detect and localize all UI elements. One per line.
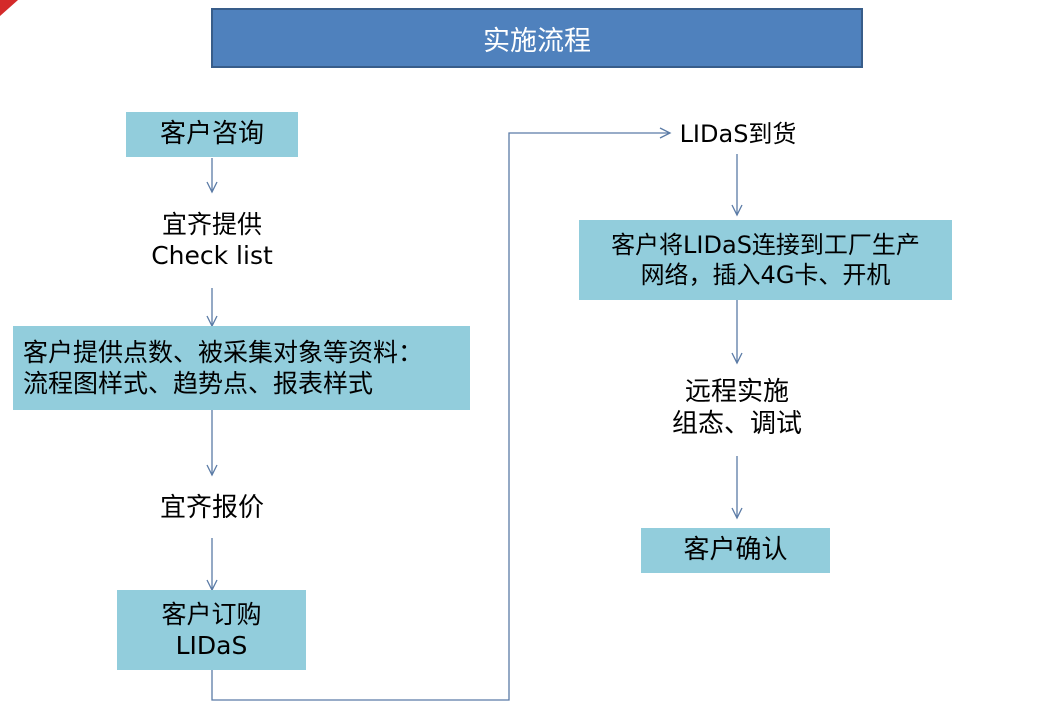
step-customer-provides-data: 客户提供点数、被采集对象等资料： 流程图样式、趋势点、报表样式 [13, 326, 470, 410]
step-customer-inquiry: 客户咨询 [126, 112, 298, 157]
arrow-step5-to-step6 [211, 127, 672, 701]
step-label-secondary: 组态、调试 [671, 409, 802, 439]
step-label: 客户咨询 [159, 119, 264, 150]
step-label-secondary: Check list [151, 241, 273, 270]
step-customer-order: 客户订购 LIDaS [117, 590, 306, 670]
step-label: 客户将LIDaS连接到工厂生产 [611, 231, 920, 259]
step-quotation: 宜齐报价 [120, 484, 304, 532]
step-customer-confirmation: 客户确认 [641, 528, 830, 573]
step-label-secondary: LIDaS [175, 631, 248, 660]
step-label: 客户提供点数、被采集对象等资料： [23, 337, 424, 367]
step-label: 客户订购 [161, 599, 262, 629]
page-title-text: 实施流程 [483, 25, 591, 57]
page-title: 实施流程 [211, 8, 863, 68]
step-label: 远程实施 [684, 376, 789, 407]
step-label: LIDaS到货 [679, 120, 797, 148]
step-label: 客户确认 [683, 535, 788, 566]
step-label: 宜齐报价 [159, 492, 264, 523]
step-lidas-arrival: LIDaS到货 [668, 114, 808, 154]
step-label-secondary: 网络，插入4G卡、开机 [640, 261, 891, 289]
step-connect-network: 客户将LIDaS连接到工厂生产 网络，插入4G卡、开机 [579, 220, 952, 300]
step-remote-implementation: 远程实施 组态、调试 [648, 366, 826, 450]
step-label-secondary: 流程图样式、趋势点、报表样式 [23, 369, 374, 398]
step-label: 宜齐提供 [161, 209, 262, 239]
step-provide-checklist: 宜齐提供 Check list [120, 196, 304, 284]
